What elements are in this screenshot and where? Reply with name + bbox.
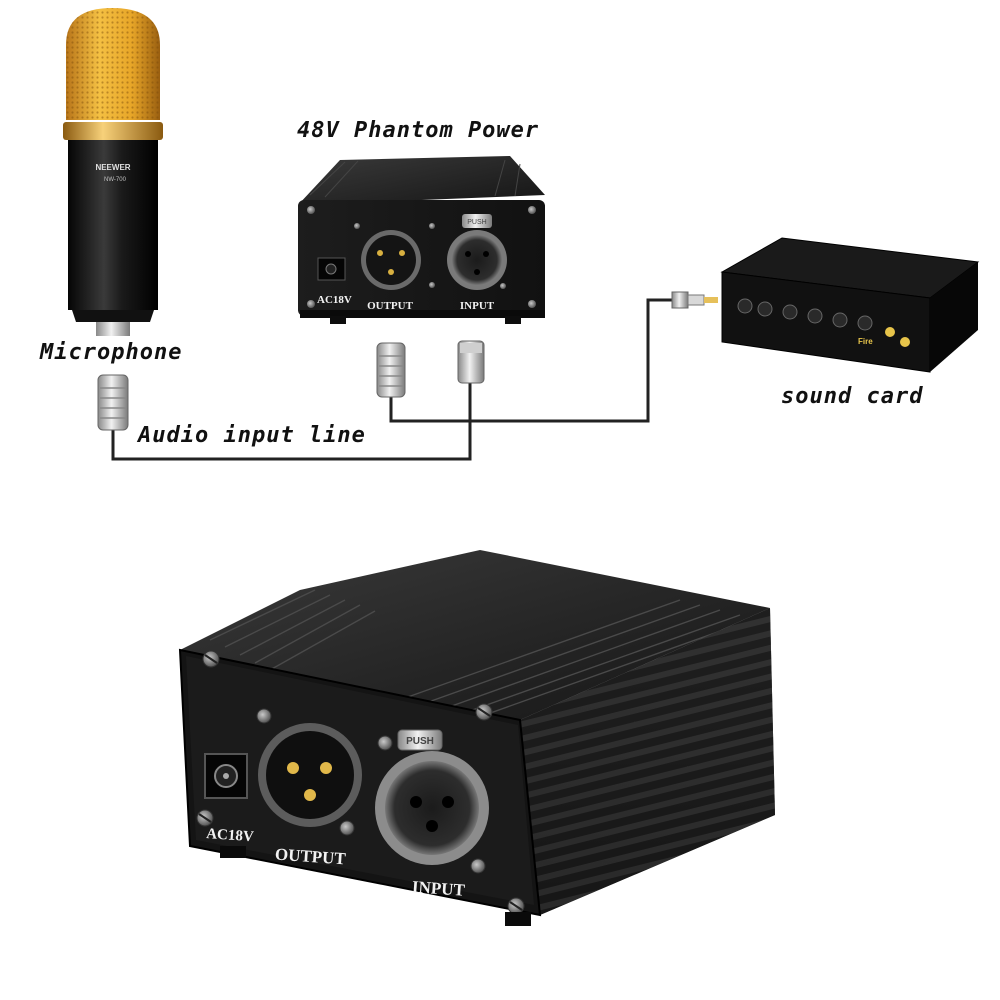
sound-card-knobs (737, 298, 873, 331)
phantom-power-large: PUSH AC18V OUTPUT INPUT (178, 550, 775, 926)
sound-card-side (930, 262, 978, 372)
svg-text:PUSH: PUSH (406, 736, 434, 747)
phantom-power-large-top (180, 550, 770, 720)
xlr-plug-output-end (376, 342, 406, 398)
ac-label-small: AC18V (317, 294, 352, 306)
microphone-brand: NEEWER (95, 163, 130, 172)
dc-jack-large (204, 753, 248, 799)
xlr-input-small: PUSH (447, 214, 507, 290)
sound-card: Fire (720, 237, 980, 373)
microphone: NEEWER NW-700 (63, 8, 163, 336)
push-tab-small (462, 214, 492, 228)
microphone-gold-ring (63, 122, 163, 140)
label-sound-card: sound card (781, 384, 924, 409)
phantom-power-small-screws (307, 206, 536, 308)
xlr-output-large (258, 723, 362, 827)
phantom-power-small-top (298, 156, 545, 205)
xlr-plug-input-end (457, 340, 485, 384)
xlr-plug-mic-end (97, 374, 129, 431)
microphone-base (72, 310, 154, 322)
ac-label-large: AC18V (206, 826, 255, 845)
push-tab-large (397, 729, 443, 751)
label-audio-input-line: Audio input line (138, 423, 366, 448)
phantom-power-small: PUSH AC18V OUTPUT INPUT (298, 156, 545, 324)
svg-text:PUSH: PUSH (467, 219, 486, 226)
label-microphone: Microphone (40, 340, 183, 365)
sound-card-brand: Fire (858, 337, 873, 346)
microphone-model: NW-700 (104, 177, 127, 183)
cables (111, 298, 676, 461)
output-to-soundcard-cable (389, 298, 676, 423)
label-phantom-power: 48V Phantom Power (297, 118, 540, 143)
input-label-large: INPUT (411, 877, 466, 900)
microphone-xlr-collar (96, 322, 130, 336)
input-label-small: INPUT (460, 300, 495, 312)
xlr-output-small (361, 230, 421, 290)
xlr-input-large: PUSH (375, 729, 489, 865)
output-label-small: OUTPUT (367, 300, 414, 312)
jack-plug-35mm (671, 291, 718, 309)
microphone-body (68, 140, 158, 310)
output-label-large: OUTPUT (274, 845, 347, 869)
